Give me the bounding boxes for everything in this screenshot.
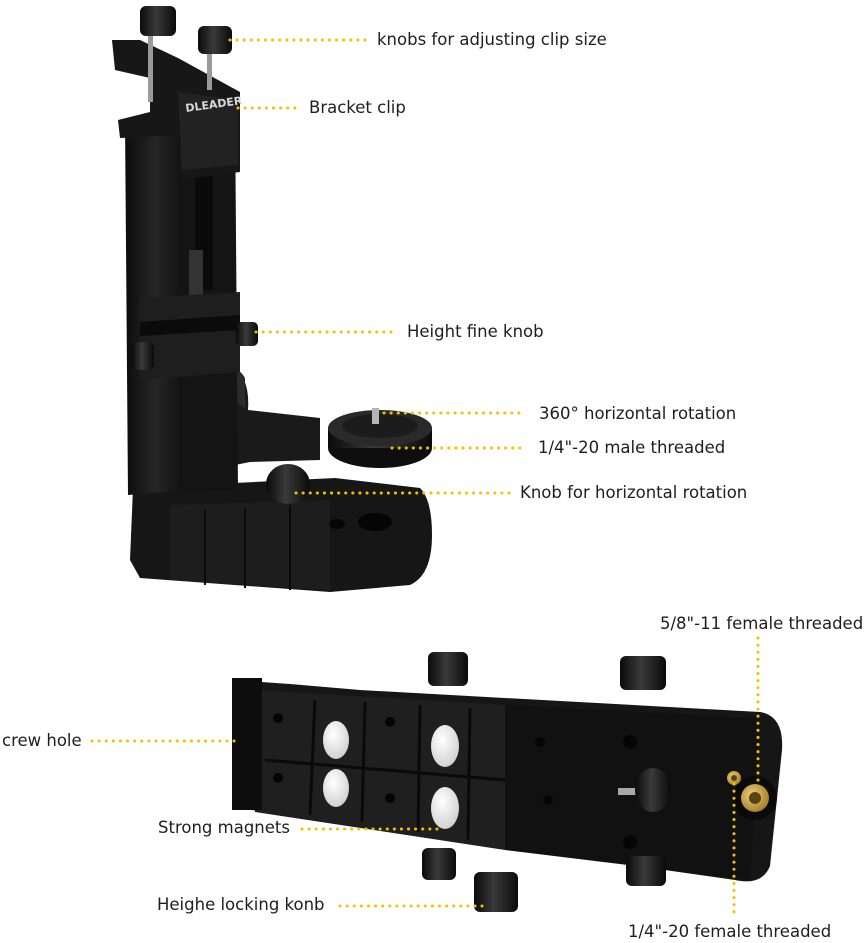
magnet: [431, 787, 459, 829]
callout-magnets: Strong magnets: [158, 818, 290, 837]
magnet: [323, 769, 349, 807]
callout-small-female-thread: 1/4"-20 female threaded: [628, 922, 832, 941]
male-thread-stud: [372, 408, 379, 424]
callout-male-thread: 1/4"-20 male threaded: [538, 438, 726, 457]
clip-knob-left: [140, 6, 176, 36]
callout-horizontal-rotation: 360° horizontal rotation: [539, 404, 737, 423]
callout-leaders: [90, 38, 760, 914]
callout-bracket-clip: Bracket clip: [309, 98, 406, 117]
callout-large-female-thread: 5/8"-11 female threaded: [660, 614, 864, 633]
magnet: [431, 725, 459, 767]
rotation-knob: [266, 464, 310, 504]
l-bracket: DLEADER: [112, 6, 432, 592]
magnetic-mount: [232, 652, 783, 912]
callout-rotation-knob: Knob for horizontal rotation: [520, 483, 748, 502]
callout-clip-knobs: knobs for adjusting clip size: [377, 30, 607, 49]
callout-height-fine-knob: Height fine knob: [407, 322, 544, 341]
callout-locking-knob: Heighe locking konb: [157, 895, 325, 914]
clip-knob-right: [198, 26, 232, 54]
magnet: [323, 721, 349, 759]
callout-screw-hole: crew hole: [2, 731, 82, 750]
height-fine-knob: [236, 322, 258, 346]
height-locking-knob: [474, 872, 518, 912]
